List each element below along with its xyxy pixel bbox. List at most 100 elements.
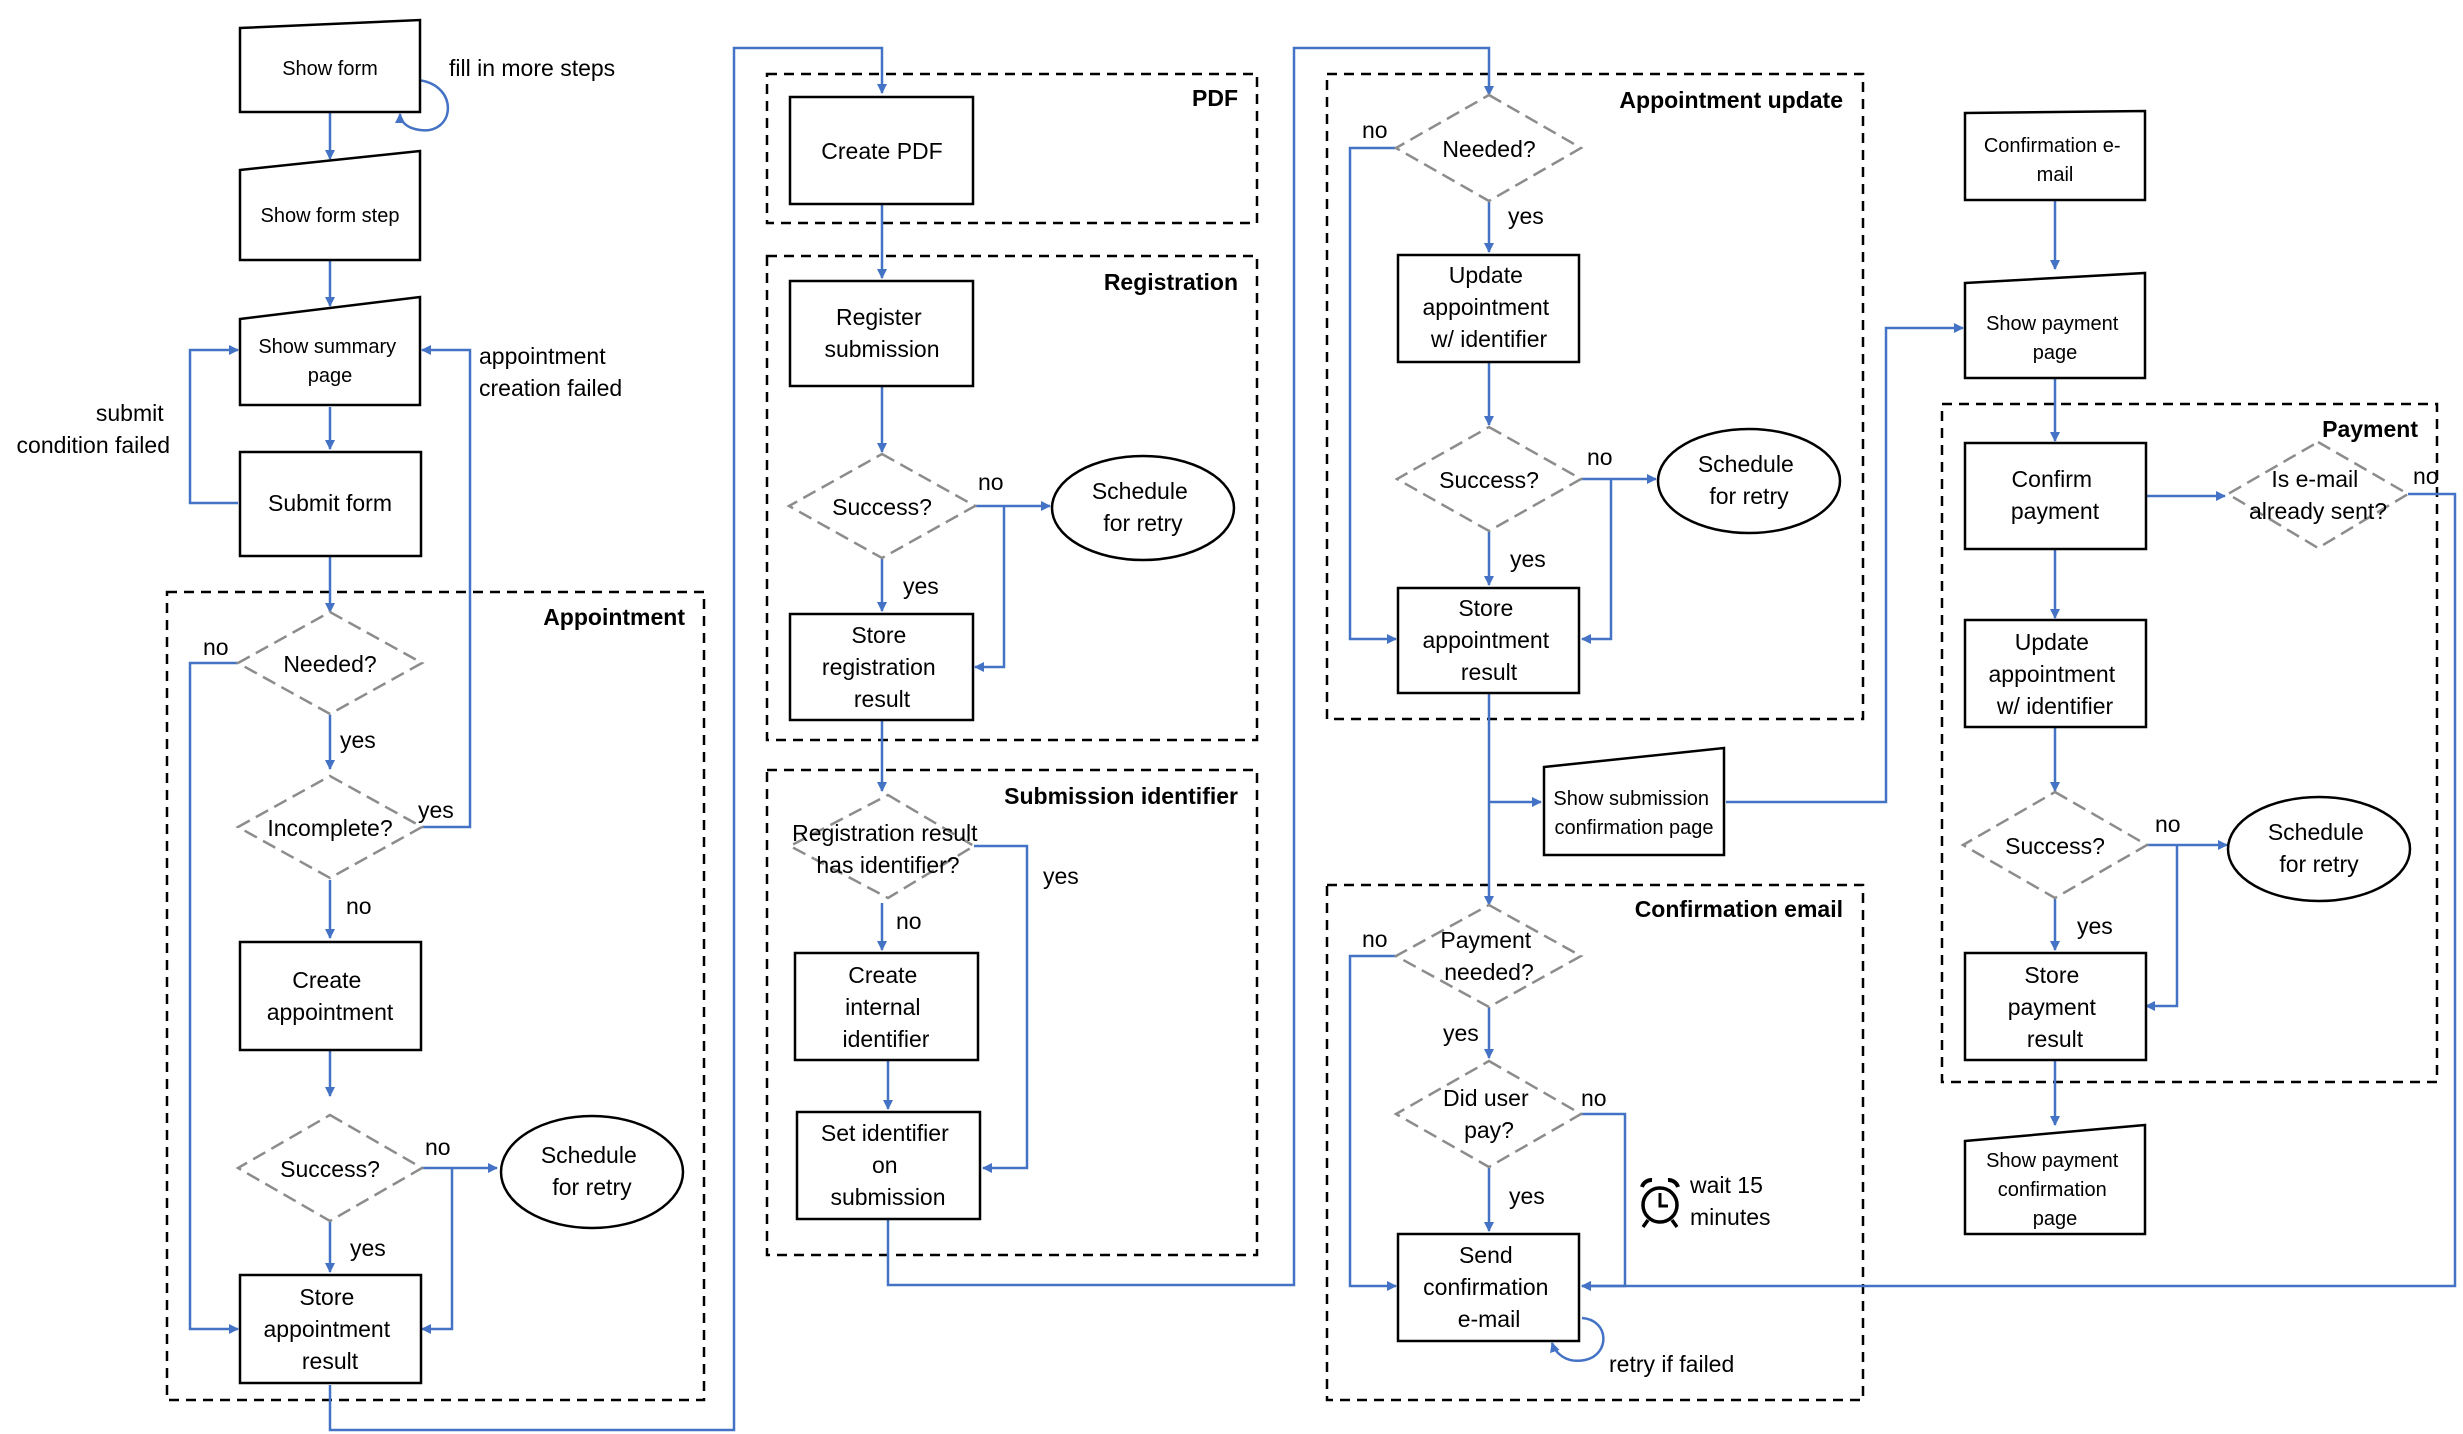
label-no: no — [346, 893, 372, 919]
decision-appointment-needed-label: Needed? — [283, 651, 376, 677]
node-store-payment-result-label: Store payment result — [2008, 962, 2103, 1052]
node-show-submission-confirmation: Show submission confirmation page — [1542, 746, 1726, 857]
decision-incomplete: Incomplete? — [235, 774, 425, 880]
node-show-summary-label: Show summary page — [258, 336, 401, 387]
group-appointment-update: Appointment update — [1325, 72, 1865, 721]
node-show-submission-confirmation-label: Show submission confirmation page — [1553, 788, 1714, 839]
label-no: no — [2413, 463, 2439, 489]
node-store-registration-result: Store registration result — [788, 612, 975, 722]
decision-has-identifier: Registration result has identifier? — [787, 793, 984, 900]
label-no: no — [425, 1134, 451, 1160]
node-show-form-step-label: Show form step — [261, 205, 400, 227]
node-payment-retry: Schedule for retry — [2226, 795, 2412, 903]
label-appointment-creation-failed: appointment creation failed — [479, 343, 622, 401]
label-no: no — [978, 469, 1004, 495]
decision-payment-needed: Payment needed? — [1393, 903, 1584, 1009]
label-yes: yes — [2077, 913, 2113, 939]
node-show-payment-confirmation: Show payment confirmation page — [1963, 1123, 2147, 1236]
decision-did-user-pay-label: Did user pay? — [1443, 1085, 1535, 1143]
node-update-retry: Schedule for retry — [1656, 427, 1842, 535]
node-set-identifier-label: Set identifier on submission — [821, 1120, 955, 1210]
group-submission-identifier: Submission identifier — [765, 768, 1259, 1257]
label-yes: yes — [903, 573, 939, 599]
decision-email-already-sent-label: Is e-mail already sent? — [2249, 466, 2387, 524]
group-title-confirmation-email: Confirmation email — [1635, 896, 1843, 922]
label-yes: yes — [1509, 1183, 1545, 1209]
node-store-registration-result-label: Store registration result — [822, 622, 942, 712]
node-show-payment-confirmation-label: Show payment confirmation page — [1986, 1150, 2124, 1230]
label-no: no — [2155, 811, 2181, 837]
node-set-identifier: Set identifier on submission — [795, 1110, 982, 1221]
label-no: no — [1587, 444, 1613, 470]
decision-update-success: Success? — [1394, 425, 1584, 533]
node-store-update-result: Store appointment result — [1396, 586, 1581, 695]
node-show-summary: Show summary page — [238, 295, 422, 407]
node-create-pdf: Create PDF — [788, 95, 975, 206]
label-submit-condition-failed: submit condition failed — [17, 400, 170, 458]
label-yes: yes — [340, 727, 376, 753]
decision-payment-needed-label: Payment needed? — [1440, 927, 1537, 985]
node-update-appointment-label: Update appointment w/ identifier — [1423, 262, 1556, 352]
decision-payment-success-label: Success? — [2005, 833, 2105, 859]
label-no: no — [1581, 1085, 1607, 1111]
node-update-appointment: Update appointment w/ identifier — [1396, 253, 1581, 364]
node-submit-form-label: Submit form — [268, 490, 392, 516]
node-payment-update-appointment-label: Update appointment w/ identifier — [1989, 629, 2122, 719]
label-no: no — [203, 634, 229, 660]
node-create-pdf-label: Create PDF — [821, 138, 942, 164]
node-update-retry-label: Schedule for retry — [1698, 451, 1800, 509]
node-store-appointment-result: Store appointment result — [238, 1273, 423, 1385]
node-show-form-step: Show form step — [238, 149, 422, 262]
node-appointment-retry: Schedule for retry — [499, 1114, 685, 1230]
node-register-submission-label: Register submission — [824, 304, 939, 362]
node-register-submission: Register submission — [788, 279, 975, 388]
group-title-registration: Registration — [1104, 269, 1238, 295]
group-title-appointment: Appointment — [543, 604, 685, 630]
node-create-appointment-label: Create appointment — [267, 967, 394, 1025]
group-title-appointment-update: Appointment update — [1619, 87, 1843, 113]
group-appointment: Appointment — [165, 590, 706, 1402]
node-show-form-label: Show form — [282, 58, 378, 80]
decision-update-needed-label: Needed? — [1442, 136, 1535, 162]
node-confirmation-email-doc-label: Confirmation e- mail — [1984, 135, 2126, 186]
label-yes: yes — [1043, 863, 1079, 889]
node-store-payment-result: Store payment result — [1963, 951, 2148, 1062]
node-store-appointment-result-label: Store appointment result — [264, 1284, 397, 1374]
node-create-appointment: Create appointment — [238, 940, 423, 1052]
decision-did-user-pay: Did user pay? — [1393, 1059, 1584, 1169]
node-appointment-retry-label: Schedule for retry — [541, 1142, 643, 1200]
node-send-confirmation-email: Send confirmation e-mail — [1396, 1232, 1581, 1343]
group-title-submission-identifier: Submission identifier — [1004, 783, 1238, 809]
node-registration-retry-label: Schedule for retry — [1092, 478, 1194, 536]
group-registration: Registration — [765, 254, 1259, 742]
label-yes: yes — [350, 1235, 386, 1261]
node-confirmation-email-doc: Confirmation e- mail — [1963, 109, 2147, 202]
node-show-payment-page: Show payment page — [1963, 271, 2147, 380]
label-no: no — [1362, 117, 1388, 143]
node-create-internal-identifier: Create internal identifier — [793, 951, 980, 1062]
node-registration-retry: Schedule for retry — [1050, 454, 1236, 562]
label-retry-if-failed: retry if failed — [1609, 1351, 1734, 1377]
group-title-payment: Payment — [2322, 416, 2418, 442]
node-confirm-payment-label: Confirm payment — [2011, 466, 2100, 524]
label-wait-15-minutes: wait 15 minutes — [1689, 1172, 1771, 1230]
group-confirmation-email: Confirmation email — [1325, 883, 1865, 1402]
decision-appointment-success: Success? — [235, 1113, 425, 1223]
label-yes: yes — [1443, 1020, 1479, 1046]
label-yes: yes — [418, 797, 454, 823]
decision-registration-success-label: Success? — [832, 494, 932, 520]
group-payment: Payment — [1940, 402, 2439, 1084]
decision-appointment-needed: Needed? — [235, 610, 425, 716]
edge-labels: fill in more steps submit condition fail… — [17, 55, 2439, 1377]
node-create-internal-identifier-label: Create internal identifier — [843, 962, 930, 1052]
node-submit-form: Submit form — [238, 450, 423, 558]
decision-incomplete-label: Incomplete? — [267, 815, 392, 841]
decision-has-identifier-label: Registration result has identifier? — [792, 820, 984, 878]
node-send-confirmation-email-label: Send confirmation e-mail — [1423, 1242, 1555, 1332]
label-yes: yes — [1510, 546, 1546, 572]
node-store-update-result-label: Store appointment result — [1423, 595, 1556, 685]
label-no: no — [1362, 926, 1388, 952]
node-show-payment-page-label: Show payment page — [1986, 313, 2124, 364]
decision-appointment-success-label: Success? — [280, 1156, 380, 1182]
